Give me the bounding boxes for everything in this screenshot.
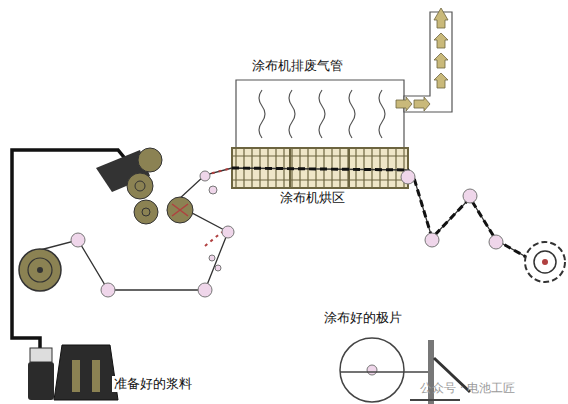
unwind-roll: [19, 249, 61, 291]
electrode-label: 涂布好的极片: [322, 310, 404, 326]
back-coating: [205, 232, 222, 246]
exhaust-fumes: [259, 90, 385, 138]
coating-head: [96, 148, 193, 224]
exhaust-hood: [236, 80, 404, 148]
oven-label: 涂布机烘区: [278, 190, 347, 206]
rewind-roll: [525, 242, 565, 282]
slurry-label: 准备好的浆料: [112, 376, 194, 392]
exhaust-label: 涂布机排废气管: [250, 58, 345, 74]
flow-arrows: [396, 8, 448, 111]
guide-rollers: [71, 170, 503, 297]
coated-foil: [232, 168, 528, 258]
watermark: 公众号 · 电池工匠: [418, 381, 517, 395]
slurry-tank: [28, 345, 118, 400]
